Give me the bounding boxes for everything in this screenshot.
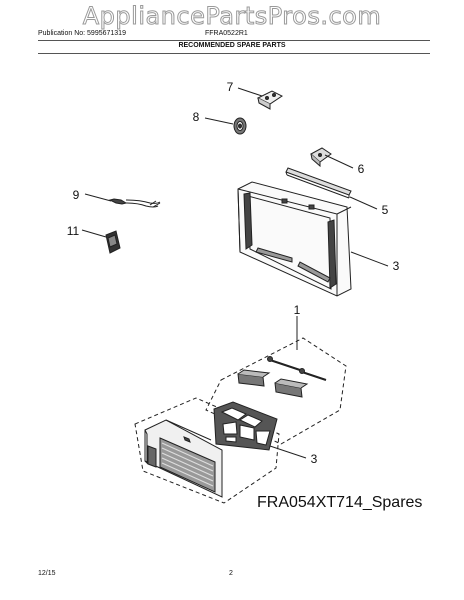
part-7-bracket: [310, 147, 332, 168]
part-1-kit-outline: [205, 337, 347, 445]
part-6-rail: [285, 167, 352, 199]
callout-5: 3: [393, 259, 400, 273]
part-12-remote: [105, 230, 121, 254]
watermark: AppliancePartsPros.com: [82, 2, 382, 31]
footer-date: 12/15: [38, 570, 56, 577]
unit-outline: [134, 397, 280, 504]
leader-12: [81, 229, 107, 238]
part-9-spring: [233, 117, 247, 135]
callout-11: 9: [73, 188, 80, 202]
leader-9: [204, 117, 234, 125]
leader-3: [269, 445, 307, 459]
publication-number: Publication No: 5995671319: [38, 30, 126, 37]
part-3-filter: [213, 401, 278, 451]
leader-6: [349, 196, 378, 210]
header-rule-top: [38, 40, 430, 41]
ac-unit: [144, 419, 223, 498]
header-rule-bottom: [38, 53, 430, 54]
part-1-screws: [267, 356, 327, 381]
leader-5: [350, 251, 389, 267]
part-5-frame: [237, 181, 352, 297]
part-8-clip: [256, 90, 283, 110]
part-1-foam-blocks: [237, 369, 309, 398]
leader-8: [237, 87, 263, 97]
leader-7: [324, 154, 354, 169]
diagram-caption: FRA054XT714_Spares: [257, 494, 423, 511]
callout-1: 1: [294, 303, 301, 317]
callout-12: 11: [67, 224, 80, 238]
callout-3: 3: [311, 452, 318, 466]
page-title: RECOMMENDED SPARE PARTS: [178, 42, 286, 49]
leader-11: [84, 193, 112, 202]
callout-9: 8: [193, 110, 200, 124]
part-11-power-cord: [108, 198, 161, 208]
page-number: 2: [229, 570, 233, 577]
callout-8: 7: [227, 80, 234, 94]
model-number: FFRA0522R1: [205, 30, 248, 37]
callout-7: 6: [358, 162, 365, 176]
callout-6: 5: [382, 203, 389, 217]
